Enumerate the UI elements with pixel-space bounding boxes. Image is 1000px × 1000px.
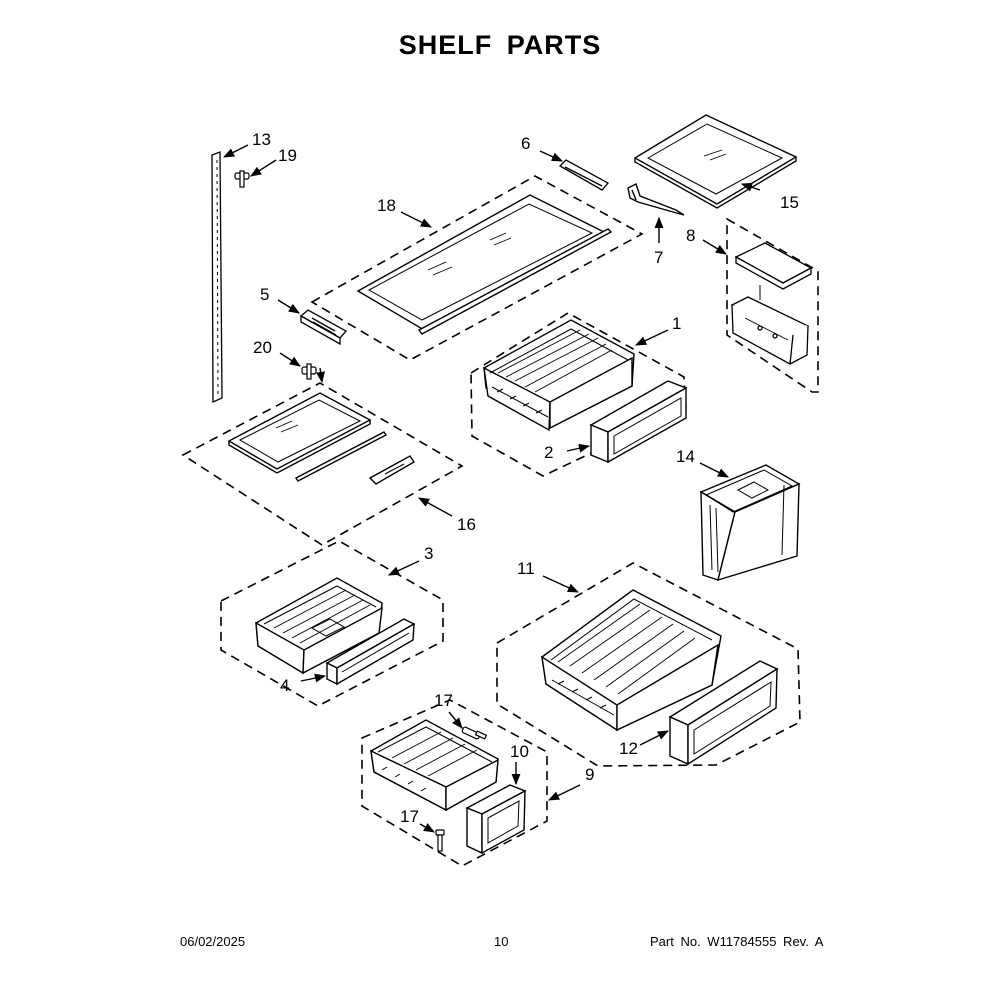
crisper-1 [483,319,635,432]
callout-17-upper: 17 [434,691,453,710]
footer-page-number: 10 [494,934,509,949]
leader-arrows [222,144,761,833]
front-10 [465,784,527,855]
outline-drawer-9 [361,699,548,867]
bracket-5 [299,309,348,346]
outline-crisper-3 [220,540,444,707]
bin-14 [699,464,801,582]
callout-19: 19 [278,146,297,165]
footer-date: 06/02/2025 [180,934,246,949]
front-12 [668,660,779,766]
crisper-11 [541,589,722,732]
callout-5: 5 [260,285,269,304]
callout-11: 11 [517,559,535,578]
callout-3: 3 [424,544,433,563]
rail-13 [211,151,223,403]
footer-part-number: Part No. W11784555 Rev. A [650,934,824,949]
crisper-3 [255,577,383,675]
front-2 [589,380,688,464]
screw-19 [234,170,250,188]
outline-bin-8 [726,217,819,393]
outline-shelf-16 [181,382,464,546]
callout-13: 13 [252,130,271,149]
callout-4: 4 [280,676,289,695]
callout-9: 9 [585,765,594,784]
callout-2: 2 [544,443,553,462]
callout-12: 12 [619,739,638,758]
shelf-15 [633,114,798,209]
page-title: SHELF PARTS [398,30,602,60]
screw-20 [301,363,317,380]
callout-1: 1 [672,314,681,333]
bin-8 [730,242,813,365]
front-4 [325,618,416,686]
drawer-9 [370,719,499,812]
shelf-16 [227,392,415,485]
callout-8: 8 [686,226,695,245]
callout-20: 20 [253,338,272,357]
bracket-6 [558,159,610,191]
outline-shelf-18 [310,175,644,361]
callout-17-lower: 17 [400,807,419,826]
callout-16: 16 [457,515,476,534]
callout-15: 15 [780,193,799,212]
callout-14: 14 [676,447,695,466]
callout-18: 18 [377,196,396,215]
outline-crisper-11 [496,562,801,767]
shelf-18 [356,194,613,335]
callout-6: 6 [521,134,530,153]
callout-7: 7 [654,248,663,267]
callout-10: 10 [510,742,529,761]
arm-7 [627,183,685,216]
screws-17 [435,726,488,852]
